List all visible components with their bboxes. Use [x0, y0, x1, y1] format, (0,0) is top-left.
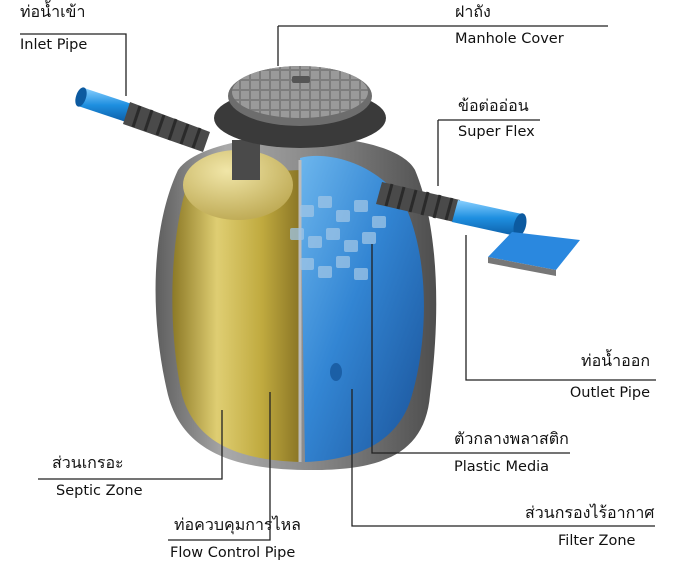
plastic-media-label-th: ตัวกลางพลาสติก	[454, 430, 569, 448]
septic-zone-label-en: Septic Zone	[56, 483, 143, 500]
super-flex-label-en: Super Flex	[458, 124, 535, 141]
manhole-cover-graphic	[214, 66, 386, 148]
septic-zone-label-th: ส่วนเกรอะ	[52, 454, 124, 472]
plastic-media-label-en: Plastic Media	[454, 459, 549, 476]
inlet-pipe-graphic	[73, 86, 210, 152]
flow-control-pipe-label-en: Flow Control Pipe	[170, 545, 295, 562]
outlet-pipe-label-th: ท่อน้ำออก	[581, 352, 650, 370]
inlet-pipe-label-th: ท่อน้ำเข้า	[20, 3, 85, 21]
flow-control-pipe-label-th: ท่อควบคุมการไหล	[174, 516, 301, 534]
filter-zone-label-th: ส่วนกรองไร้อากาศ	[525, 504, 654, 522]
manhole-cover-label-en: Manhole Cover	[455, 31, 564, 48]
outlet-pipe-label-en: Outlet Pipe	[570, 385, 650, 402]
inlet-pipe-label-en: Inlet Pipe	[20, 37, 87, 54]
manhole-cover-label-th: ฝาถัง	[455, 3, 491, 21]
super-flex-label-th: ข้อต่ออ่อน	[458, 97, 529, 115]
filter-zone-label-en: Filter Zone	[558, 533, 635, 550]
